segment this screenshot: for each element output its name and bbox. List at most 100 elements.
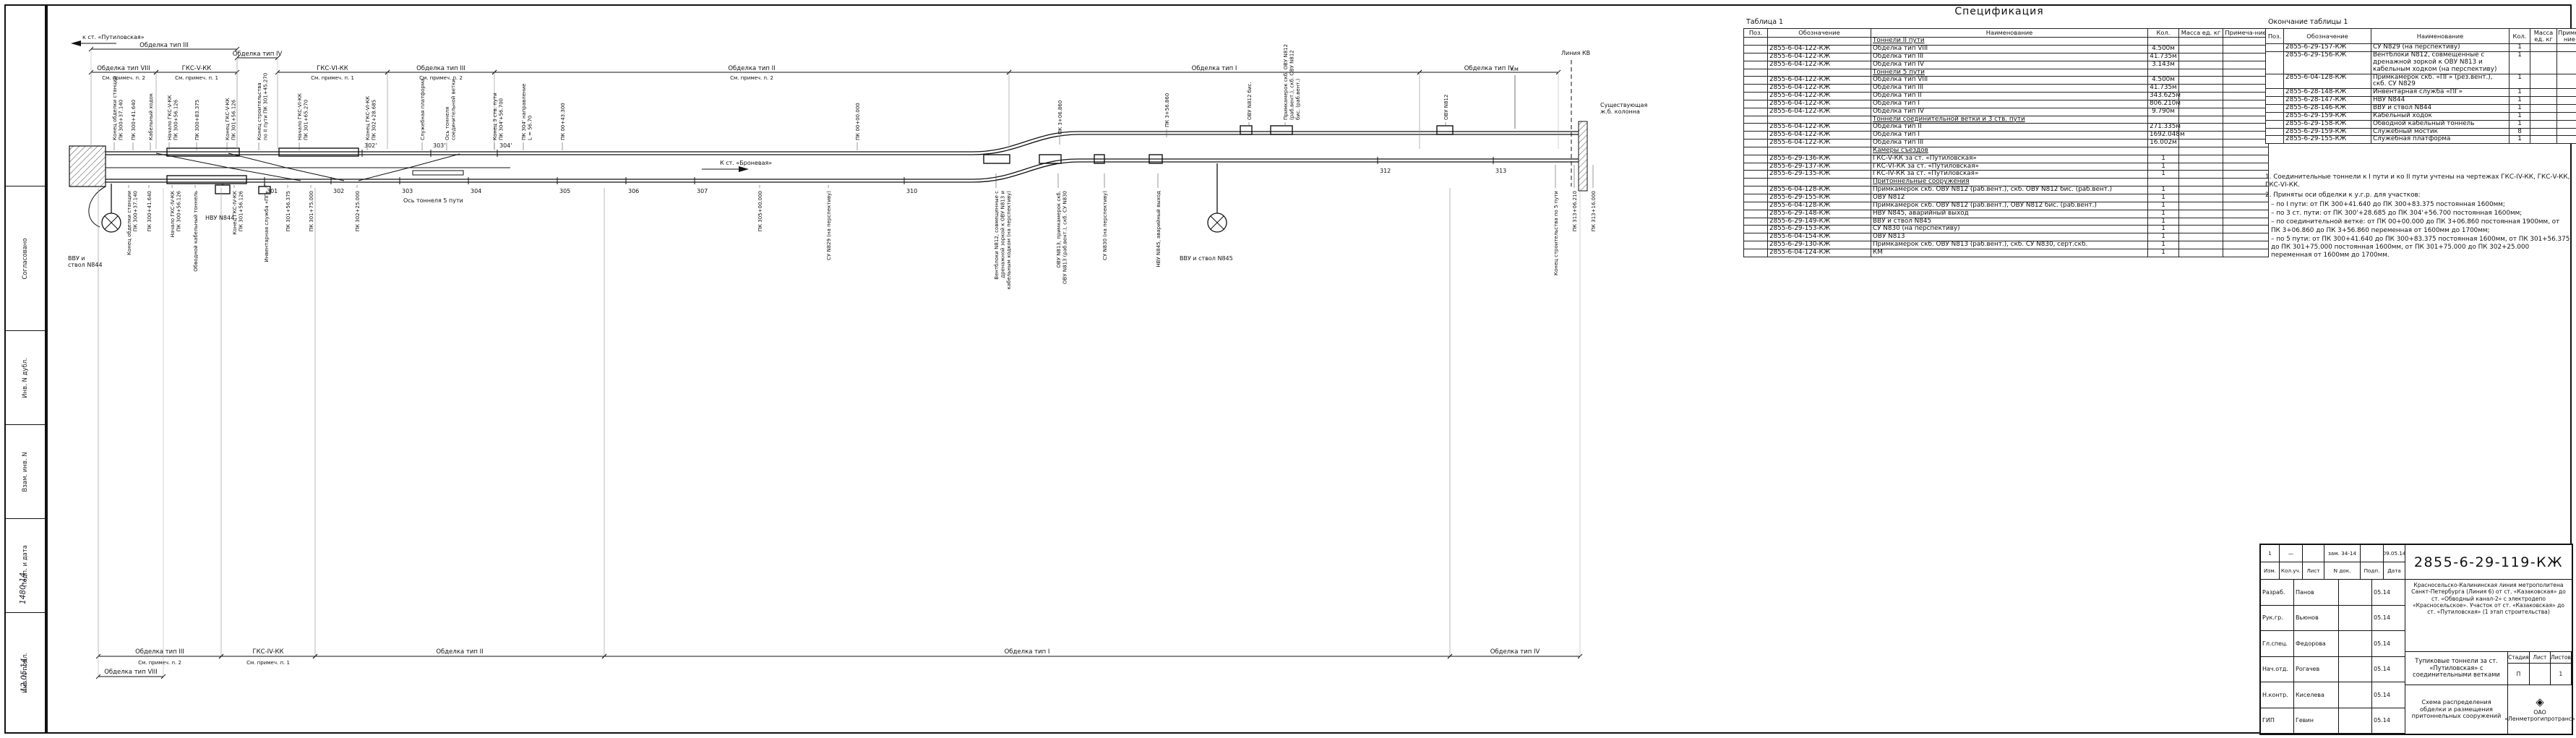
cell	[1743, 52, 1768, 61]
cell	[2178, 162, 2223, 171]
chamber-gks-vi	[278, 147, 359, 157]
cell	[2556, 51, 2576, 74]
group-label: Камеры съездов	[1873, 146, 1928, 154]
cell	[2178, 115, 2223, 124]
cell	[1743, 201, 1768, 210]
chamber-ovu-812bis	[1240, 125, 1253, 135]
cell	[1743, 92, 1768, 100]
sign-cell: Вьюнов	[2294, 605, 2339, 631]
org-logo-icon: ◈	[2536, 695, 2544, 708]
cell: Обделка тип VIII	[1871, 44, 2148, 53]
cell	[2530, 73, 2557, 90]
stage-cell	[2530, 664, 2551, 685]
cell	[2265, 119, 2284, 129]
cell: 2855-6-29-159-КЖ	[2283, 111, 2371, 121]
drawing-label: ГКС-V-КК	[182, 65, 212, 72]
stage-cell: П	[2508, 664, 2530, 685]
cell: Камеры съездов	[1871, 146, 2148, 155]
cell	[2178, 37, 2223, 46]
sign-cell: Нач.отд.	[2261, 656, 2294, 682]
cell: ГКС-VI-КК за ст. «Путиловская»	[1871, 162, 2148, 171]
drawing-label: Вентблоки N812, совмещенные с	[994, 191, 1000, 280]
col-header: Наименование	[2371, 27, 2510, 45]
note-bullet: – по I пути: от ПК 300+41.640 до ПК 300+…	[2271, 200, 2505, 208]
drawing-label: См. примеч. п. 2	[730, 75, 773, 81]
drawing-label: ПК 302+25.000	[355, 191, 361, 231]
drawing-label: ПК 301+56.126	[231, 99, 237, 140]
drawing-label: Конец ГКС-VI-КК	[365, 96, 371, 140]
col-header: Масса ед. кг	[2530, 27, 2557, 45]
stage-cell: Стадия	[2508, 652, 2530, 664]
cell: 2855-6-29-153-КЖ	[1767, 225, 1871, 234]
cell: КМ	[1871, 248, 2148, 257]
cell	[2223, 68, 2269, 77]
cell	[2178, 76, 2223, 85]
sign-cell: Рук.гр.	[2261, 605, 2294, 631]
cell	[1743, 37, 1768, 46]
spec-group-row: Тоннели 5 пути	[1743, 68, 2269, 77]
cell: 3.143м	[2147, 60, 2179, 69]
drawing-label: ПК 304'+56.700	[499, 98, 505, 140]
cell	[1743, 178, 1768, 187]
drawing-label: Конец обделки станции	[112, 76, 118, 140]
cell	[1767, 68, 1871, 77]
drawing-label: Обделка тип II	[728, 65, 775, 72]
cell: Примкамерок скб. ОВУ N812 (раб.вент.), с…	[1871, 186, 2148, 194]
note-1: 1. Соединительные тоннели к I пути и ко …	[2265, 173, 2570, 189]
cell: 2855-6-04-122-КЖ	[1767, 92, 1871, 100]
cell: 2855-6-29-156-КЖ	[2283, 51, 2371, 74]
cell	[2223, 209, 2269, 218]
cell	[2265, 96, 2284, 105]
cell	[1743, 131, 1768, 140]
drawing-label: СУ N829 (на перспективу)	[826, 191, 832, 260]
drawing-label: Обделка тип IV	[1464, 65, 1514, 72]
drawing-label: См. примеч. п. 1	[175, 75, 218, 81]
cell: 2855-6-04-122-КЖ	[1767, 131, 1871, 140]
cell	[2178, 241, 2223, 249]
frame-handwritten-mark: 12.05.14	[20, 658, 29, 692]
cell	[2223, 186, 2269, 194]
table2-caption: Окончание таблицы 1	[2268, 18, 2348, 26]
spec-group-row: Тоннели соединительной ветки и 3 ств. пу…	[1743, 115, 2269, 124]
cell	[2265, 73, 2284, 90]
frame-cell	[6, 6, 45, 186]
drawing-label: НВУ N845, аварийный выход	[1156, 191, 1162, 267]
cell	[2178, 60, 2223, 69]
cell: НВУ N844	[2371, 96, 2510, 105]
service-platform	[412, 170, 464, 176]
cell: 2855-6-29-130-КЖ	[1767, 241, 1871, 249]
drawing-label: Обделка тип III	[416, 65, 465, 72]
spec-group-row: Притоннельные сооружения	[1743, 178, 2269, 187]
cell	[2147, 178, 2179, 187]
cell	[2223, 154, 2269, 163]
sign-cell	[2339, 580, 2372, 606]
drawing-label: Обделка тип III	[135, 648, 184, 656]
cell: 2855-6-29-148-КЖ	[1767, 209, 1871, 218]
cell	[2530, 135, 2557, 145]
cell	[2178, 99, 2223, 108]
cell: 1	[2509, 111, 2530, 121]
sign-cell: 05.14	[2372, 682, 2405, 708]
drawing-label: 302'	[364, 142, 377, 149]
cell: 1	[2147, 248, 2179, 257]
cell	[2530, 51, 2557, 74]
drawing-label: ПК 300+56.126	[173, 99, 179, 140]
drawing-label: Примкамерок скб. ОВУ N812	[1283, 44, 1289, 120]
cell: 2855-6-04-122-КЖ	[1767, 76, 1871, 85]
cell	[1767, 178, 1871, 187]
change-cell: Лист	[2303, 562, 2324, 580]
cell: 1	[2509, 119, 2530, 129]
drawing-label: ОВУ N813, примкамерок скб.	[1056, 191, 1062, 268]
